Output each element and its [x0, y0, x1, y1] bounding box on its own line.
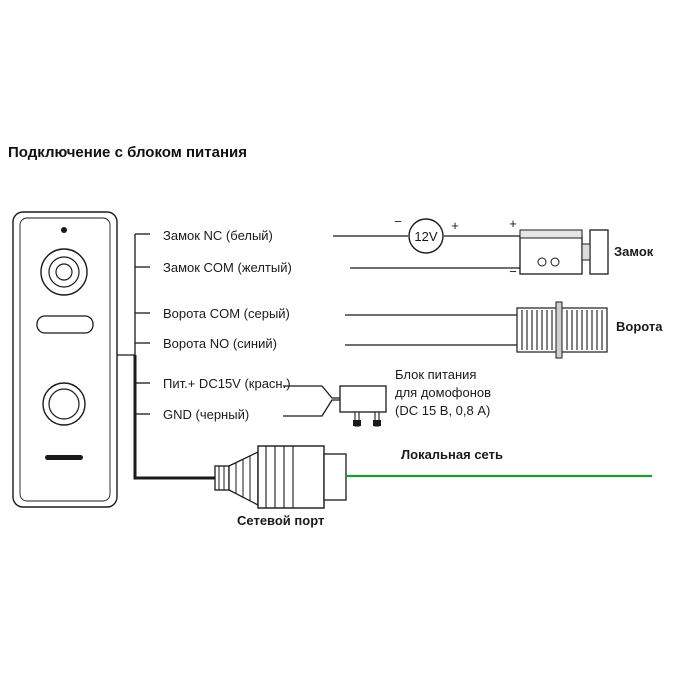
- wire-label-lock-nc: Замок NC (белый): [163, 228, 273, 243]
- network-connector-icon: [214, 445, 347, 509]
- gate-icon: [516, 301, 608, 359]
- wire-label-gate-com: Ворота COM (серый): [163, 306, 290, 321]
- gnd-line: [283, 399, 340, 417]
- wire-label-gnd: GND (черный): [163, 407, 249, 422]
- wire-label-gate-no: Ворота NO (синий): [163, 336, 277, 351]
- gate-label: Ворота: [616, 319, 663, 334]
- power-supply-line3: (DC 15 В, 0,8 А): [395, 403, 490, 418]
- intercom-panel: [12, 211, 118, 508]
- wire-label-lock-com: Замок COM (желтый): [163, 260, 292, 275]
- lock-plus: +: [509, 216, 517, 231]
- lock-label: Замок: [614, 244, 654, 259]
- battery-plus: +: [451, 218, 459, 233]
- network-port-label: Сетевой порт: [237, 513, 324, 528]
- speaker-slot: [45, 455, 83, 460]
- power-plus-line: [283, 385, 340, 399]
- power-supply-line2: для домофонов: [395, 385, 491, 400]
- name-plate: [36, 315, 94, 334]
- lock-minus: −: [509, 264, 517, 279]
- svg-text:12V: 12V: [414, 229, 437, 244]
- wire-bus: [117, 233, 215, 480]
- indicator-dot: [61, 227, 67, 233]
- battery-minus: −: [394, 214, 402, 229]
- power-adapter-icon: [339, 385, 387, 427]
- power-supply-line1: Блок питания: [395, 367, 476, 382]
- diagram-title: Подключение с блоком питания: [8, 144, 247, 161]
- lan-label: Локальная сеть: [401, 447, 503, 462]
- lock-icon: + −: [509, 216, 609, 279]
- camera-icon: [40, 248, 88, 296]
- wire-label-power-plus: Пит.+ DC15V (красн.): [163, 376, 291, 391]
- battery-12v: 12V − +: [394, 214, 459, 254]
